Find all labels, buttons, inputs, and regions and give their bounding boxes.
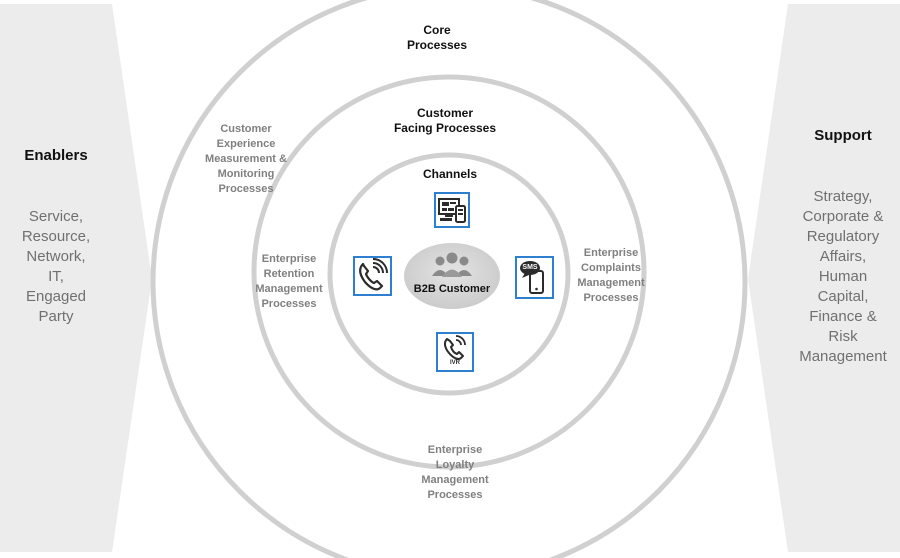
sms-text: SMS — [522, 264, 538, 271]
enablers-title: Enablers — [24, 147, 88, 164]
retention-processes-label: Enterprise Retention Management Processe… — [255, 253, 323, 310]
enablers-panel — [0, 4, 152, 552]
channels-title: Channels — [422, 167, 477, 181]
customer-facing-title: Customer Facing Processes — [393, 106, 497, 135]
ivr-phone-icon — [443, 335, 466, 360]
web-multi-device-icon — [438, 198, 466, 223]
loyalty-processes-label: Enterprise Loyalty Management Processes — [421, 444, 489, 501]
enablers-body: Service, Resource, Network, IT, Engaged … — [21, 208, 91, 325]
b2b-customer-label: B2B Customer — [413, 283, 491, 295]
web-channel — [434, 192, 470, 228]
phone-call-icon — [359, 258, 388, 291]
core-processes-title: Core Processes — [406, 23, 468, 52]
sms-mobile-icon — [520, 261, 544, 294]
phone-channel — [353, 256, 392, 296]
ivr-channel: IVR — [436, 332, 474, 372]
customers-group-icon — [432, 252, 472, 277]
sms-channel: SMS — [515, 256, 554, 299]
support-title: Support — [814, 127, 872, 144]
support-body: Strategy, Corporate & Regulatory Affairs… — [799, 188, 887, 365]
complaints-processes-label: Enterprise Complaints Management Process… — [577, 247, 645, 304]
support-panel — [748, 4, 900, 552]
ivr-text: IVR — [449, 360, 460, 366]
experience-processes-label: Customer Experience Measurement & Monito… — [205, 123, 287, 195]
